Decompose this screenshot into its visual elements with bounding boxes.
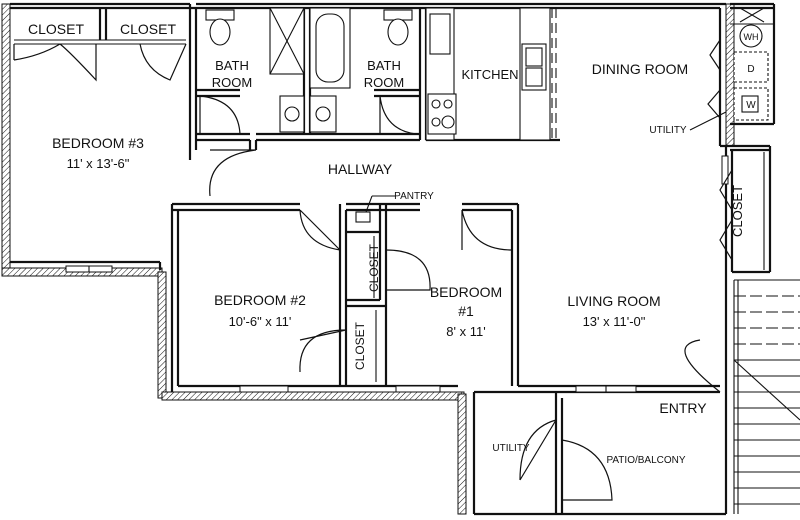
bath1-label-line1: BATH: [215, 58, 249, 73]
pantry-label: PANTRY: [394, 191, 434, 202]
utility-right-label: UTILITY: [649, 125, 687, 136]
utility-bottom-label: UTILITY: [492, 443, 530, 454]
bath2-label-line1: BATH: [367, 58, 401, 73]
refrigerator-icon: [429, 13, 451, 55]
bedroom1-name-line1: BEDROOM: [430, 284, 502, 300]
hallway-label: HALLWAY: [328, 161, 393, 177]
patio-balcony-label: PATIO/BALCONY: [606, 455, 685, 466]
windows: [65, 155, 729, 393]
dryer-label: D: [747, 64, 754, 75]
right-closet-label: CLOSET: [730, 185, 745, 237]
toilet-1-icon: [209, 18, 231, 46]
bedroom2-name: BEDROOM #2: [214, 292, 306, 308]
dryer-icon: [733, 51, 769, 83]
kitchen-label: KITCHEN: [461, 67, 518, 82]
living-room-name: LIVING ROOM: [567, 293, 660, 309]
stairs: [733, 279, 800, 514]
washer-label: W: [746, 100, 756, 111]
entry-label: ENTRY: [659, 400, 707, 416]
closet-b-label: CLOSET: [120, 21, 176, 37]
stove-icon: [427, 93, 457, 135]
bedroom3-name: BEDROOM #3: [52, 135, 144, 151]
closet-a-label: CLOSET: [28, 21, 84, 37]
bedroom1-size: 8' x 11': [446, 324, 485, 339]
utility-leader-line: [689, 111, 727, 131]
bedroom2-size: 10'-6" x 11': [229, 314, 292, 329]
bedroom2-closet-label: CLOSET: [353, 321, 367, 370]
water-heater-label: WH: [744, 32, 759, 42]
hall-closet-label: CLOSET: [367, 243, 381, 292]
room-labels: CLOSET CLOSET BATH ROOM BATH ROOM KITCHE…: [28, 21, 759, 466]
bath2-label-line2: ROOM: [364, 75, 404, 90]
bedroom3-size: 11' x 13'-6": [67, 156, 130, 171]
bath1-label-line2: ROOM: [212, 75, 252, 90]
pantry-shelf-icon: [355, 211, 371, 223]
water-heater-icon: [739, 24, 763, 48]
living-room-size: 13' x 11'-0": [583, 314, 646, 329]
dining-room-label: DINING ROOM: [592, 61, 688, 77]
interior-walls: [10, 2, 776, 516]
toilet-2-icon: [387, 18, 409, 46]
fixtures: [205, 7, 769, 382]
doors: [13, 39, 733, 501]
bedroom1-name-line2: #1: [458, 303, 474, 319]
